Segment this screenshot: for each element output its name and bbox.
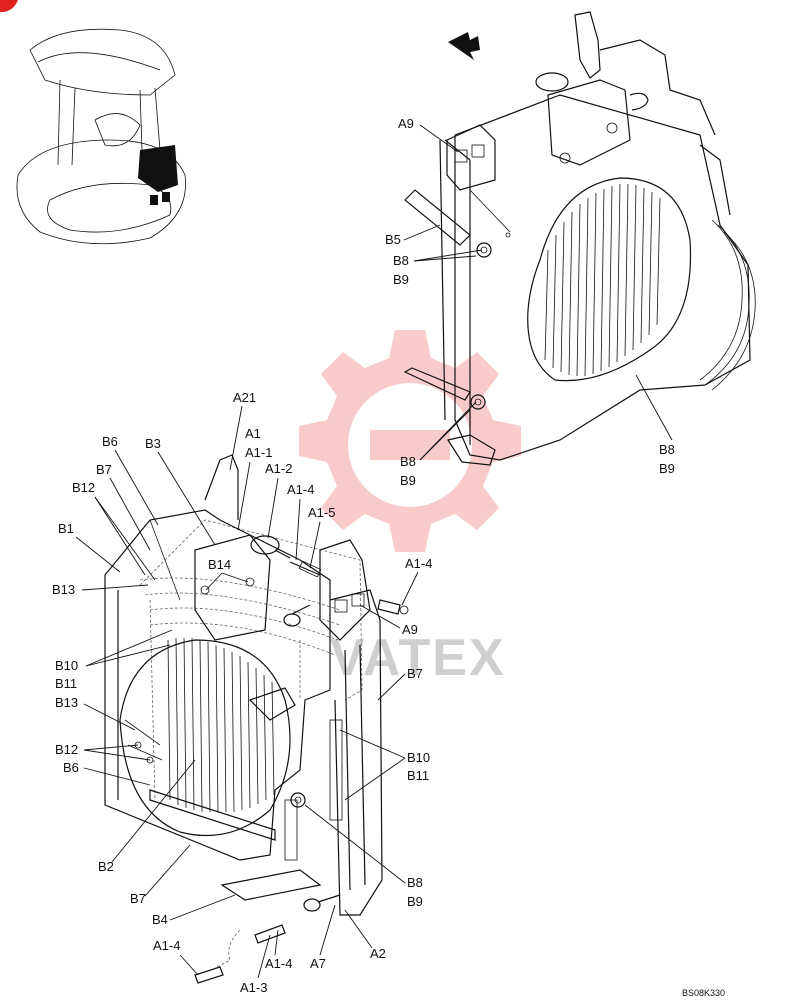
label-a9-lower: A9 (402, 622, 418, 637)
machine-thumbnail (16, 28, 186, 245)
label-b9-upper: B9 (393, 272, 409, 287)
label-b4: B4 (152, 912, 168, 927)
label-b6-left: B6 (63, 760, 79, 775)
label-a7: A7 (310, 956, 326, 971)
label-a1-2: A1-2 (265, 461, 292, 476)
label-b10-left: B10 (55, 658, 78, 673)
label-b7-top: B7 (96, 462, 112, 477)
label-b3: B3 (145, 436, 161, 451)
label-a1-4-bottom: A1-4 (265, 956, 292, 971)
label-b2: B2 (98, 859, 114, 874)
direction-arrow-icon (448, 32, 480, 60)
watermark-gear-logo (299, 330, 521, 552)
label-b12-left: B12 (55, 742, 78, 757)
label-b5: B5 (385, 232, 401, 247)
label-a1: A1 (245, 426, 261, 441)
label-b1: B1 (58, 521, 74, 536)
label-b13-top: B13 (52, 582, 75, 597)
label-b14: B14 (208, 557, 231, 572)
label-b9-right: B9 (659, 461, 675, 476)
label-b11-left: B11 (55, 676, 77, 691)
upper-fan-shroud-assembly (403, 11, 756, 466)
label-b8-upper: B8 (393, 253, 409, 268)
label-b7-bottom: B7 (130, 891, 146, 906)
label-a2: A2 (370, 946, 386, 961)
label-b8-right: B8 (659, 442, 675, 457)
label-a1-1: A1-1 (245, 445, 272, 460)
label-a1-4-right: A1-4 (405, 556, 432, 571)
label-b13-left: B13 (55, 695, 78, 710)
drawing-code: BS08K330 (682, 988, 725, 998)
label-a1-5: A1-5 (308, 505, 335, 520)
label-b9-lower: B9 (407, 894, 423, 909)
watermark-text: VATEX (330, 629, 506, 687)
label-b8-lower: B8 (407, 875, 423, 890)
lower-radiator-assembly (104, 454, 409, 984)
label-a9-upper: A9 (398, 116, 414, 131)
label-b9-mid: B9 (400, 473, 416, 488)
label-a1-4-top: A1-4 (287, 482, 314, 497)
corner-marker (0, 0, 18, 12)
label-b8-mid: B8 (400, 454, 416, 469)
radiator-location-highlight (138, 145, 178, 192)
label-b7-right: B7 (407, 666, 423, 681)
label-b12-top: B12 (72, 480, 95, 495)
label-b11-right: B11 (407, 768, 429, 783)
label-a21: A21 (233, 390, 256, 405)
label-a1-3: A1-3 (240, 980, 267, 995)
label-b6-top: B6 (102, 434, 118, 449)
label-a1-4-bottom-left: A1-4 (153, 938, 180, 953)
label-b10-right: B10 (407, 750, 430, 765)
